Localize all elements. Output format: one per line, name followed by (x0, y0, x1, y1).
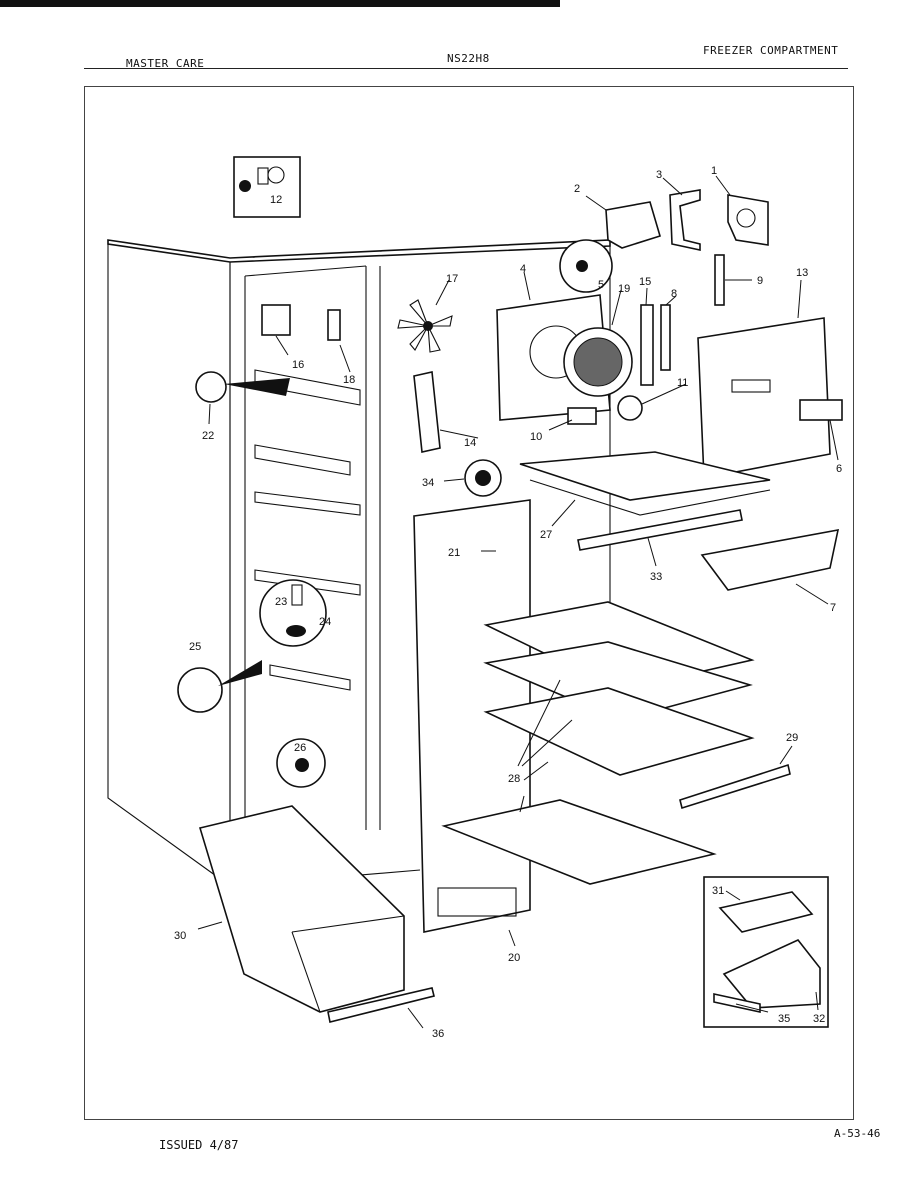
part-14-bracket (413, 371, 441, 453)
callout-13: 13 (796, 267, 808, 279)
footer-issued: ISSUED 4/87 (159, 1138, 239, 1152)
top-rule (0, 0, 560, 7)
part-15-bar (640, 304, 654, 386)
part-8-bar (660, 304, 671, 371)
callout-26: 26 (294, 742, 306, 754)
callout-8: 8 (671, 288, 677, 300)
callout-7: 7 (830, 602, 836, 614)
callout-3: 3 (656, 169, 662, 181)
part-13-cover (697, 317, 831, 479)
callout-5: 5 (598, 279, 604, 291)
callout-20: 20 (508, 952, 520, 964)
part-28-shelves (441, 601, 755, 885)
callout-9: 9 (757, 275, 763, 287)
part-6-label (799, 399, 843, 421)
part-12-inset (233, 156, 301, 218)
part-3-clip (669, 189, 701, 251)
part-18-clip (327, 309, 341, 341)
callout-27: 27 (540, 529, 552, 541)
cabinet (107, 239, 611, 888)
header-brand: MASTER CARE (126, 57, 205, 70)
part-5-detail (559, 239, 613, 293)
callout-28: 28 (508, 773, 520, 785)
callout-35: 35 (778, 1013, 790, 1025)
header-model: NS22H8 (447, 52, 490, 65)
leader-lines (197, 175, 839, 1029)
part-33-rail (577, 509, 743, 551)
callout-6: 6 (836, 463, 842, 475)
callout-30: 30 (174, 930, 186, 942)
callout-10: 10 (530, 431, 542, 443)
callout-21: 21 (448, 547, 460, 559)
callout-23: 23 (275, 596, 287, 608)
callout-34: 34 (422, 477, 434, 489)
part-22-knob (195, 371, 290, 403)
part-10-socket (567, 407, 597, 425)
callout-12: 12 (270, 194, 282, 206)
part-7-basket (700, 528, 840, 591)
callout-17: 17 (446, 273, 458, 285)
part-19-fan-grille (563, 327, 633, 397)
part-11-bulb (617, 395, 643, 421)
callout-14: 14 (464, 437, 476, 449)
part-2-housing (605, 201, 661, 249)
callout-15: 15 (639, 276, 651, 288)
callout-33: 33 (650, 571, 662, 583)
part-9-strip (714, 254, 725, 306)
part-17-fan-blade (397, 299, 453, 353)
part-34-grommet (464, 459, 502, 497)
part-36-strip (327, 987, 435, 1023)
callout-32: 32 (813, 1013, 825, 1025)
callout-24: 24 (319, 616, 331, 628)
callout-16: 16 (292, 359, 304, 371)
header-rule (84, 68, 848, 69)
callout-2: 2 (574, 183, 580, 195)
callout-29: 29 (786, 732, 798, 744)
part-1-bracket (727, 194, 769, 246)
callout-25: 25 (189, 641, 201, 653)
callout-4: 4 (520, 263, 526, 275)
callout-19: 19 (618, 283, 630, 295)
diagram-frame (84, 86, 854, 1120)
footer-page-code: A-53-46 (834, 1127, 881, 1140)
callout-18: 18 (343, 374, 355, 386)
part-27-shelf (519, 451, 771, 516)
part-29-rail (679, 763, 791, 810)
callout-labels: 1 2 3 4 5 6 7 8 9 10 11 12 13 14 15 16 1… (174, 165, 842, 1040)
callout-22: 22 (202, 430, 214, 442)
part-23-24-detail (259, 579, 327, 647)
part-16-control (261, 304, 291, 336)
callout-31: 31 (712, 885, 724, 897)
part-25-detail (177, 660, 262, 713)
part-26-detail (276, 738, 326, 788)
part-30-bin (198, 805, 405, 1013)
callout-11: 11 (677, 377, 688, 389)
callout-1: 1 (711, 165, 717, 177)
callout-36: 36 (432, 1028, 444, 1040)
parts-31-32-35-inset (703, 876, 829, 1028)
header-section: FREEZER COMPARTMENT (703, 44, 839, 57)
